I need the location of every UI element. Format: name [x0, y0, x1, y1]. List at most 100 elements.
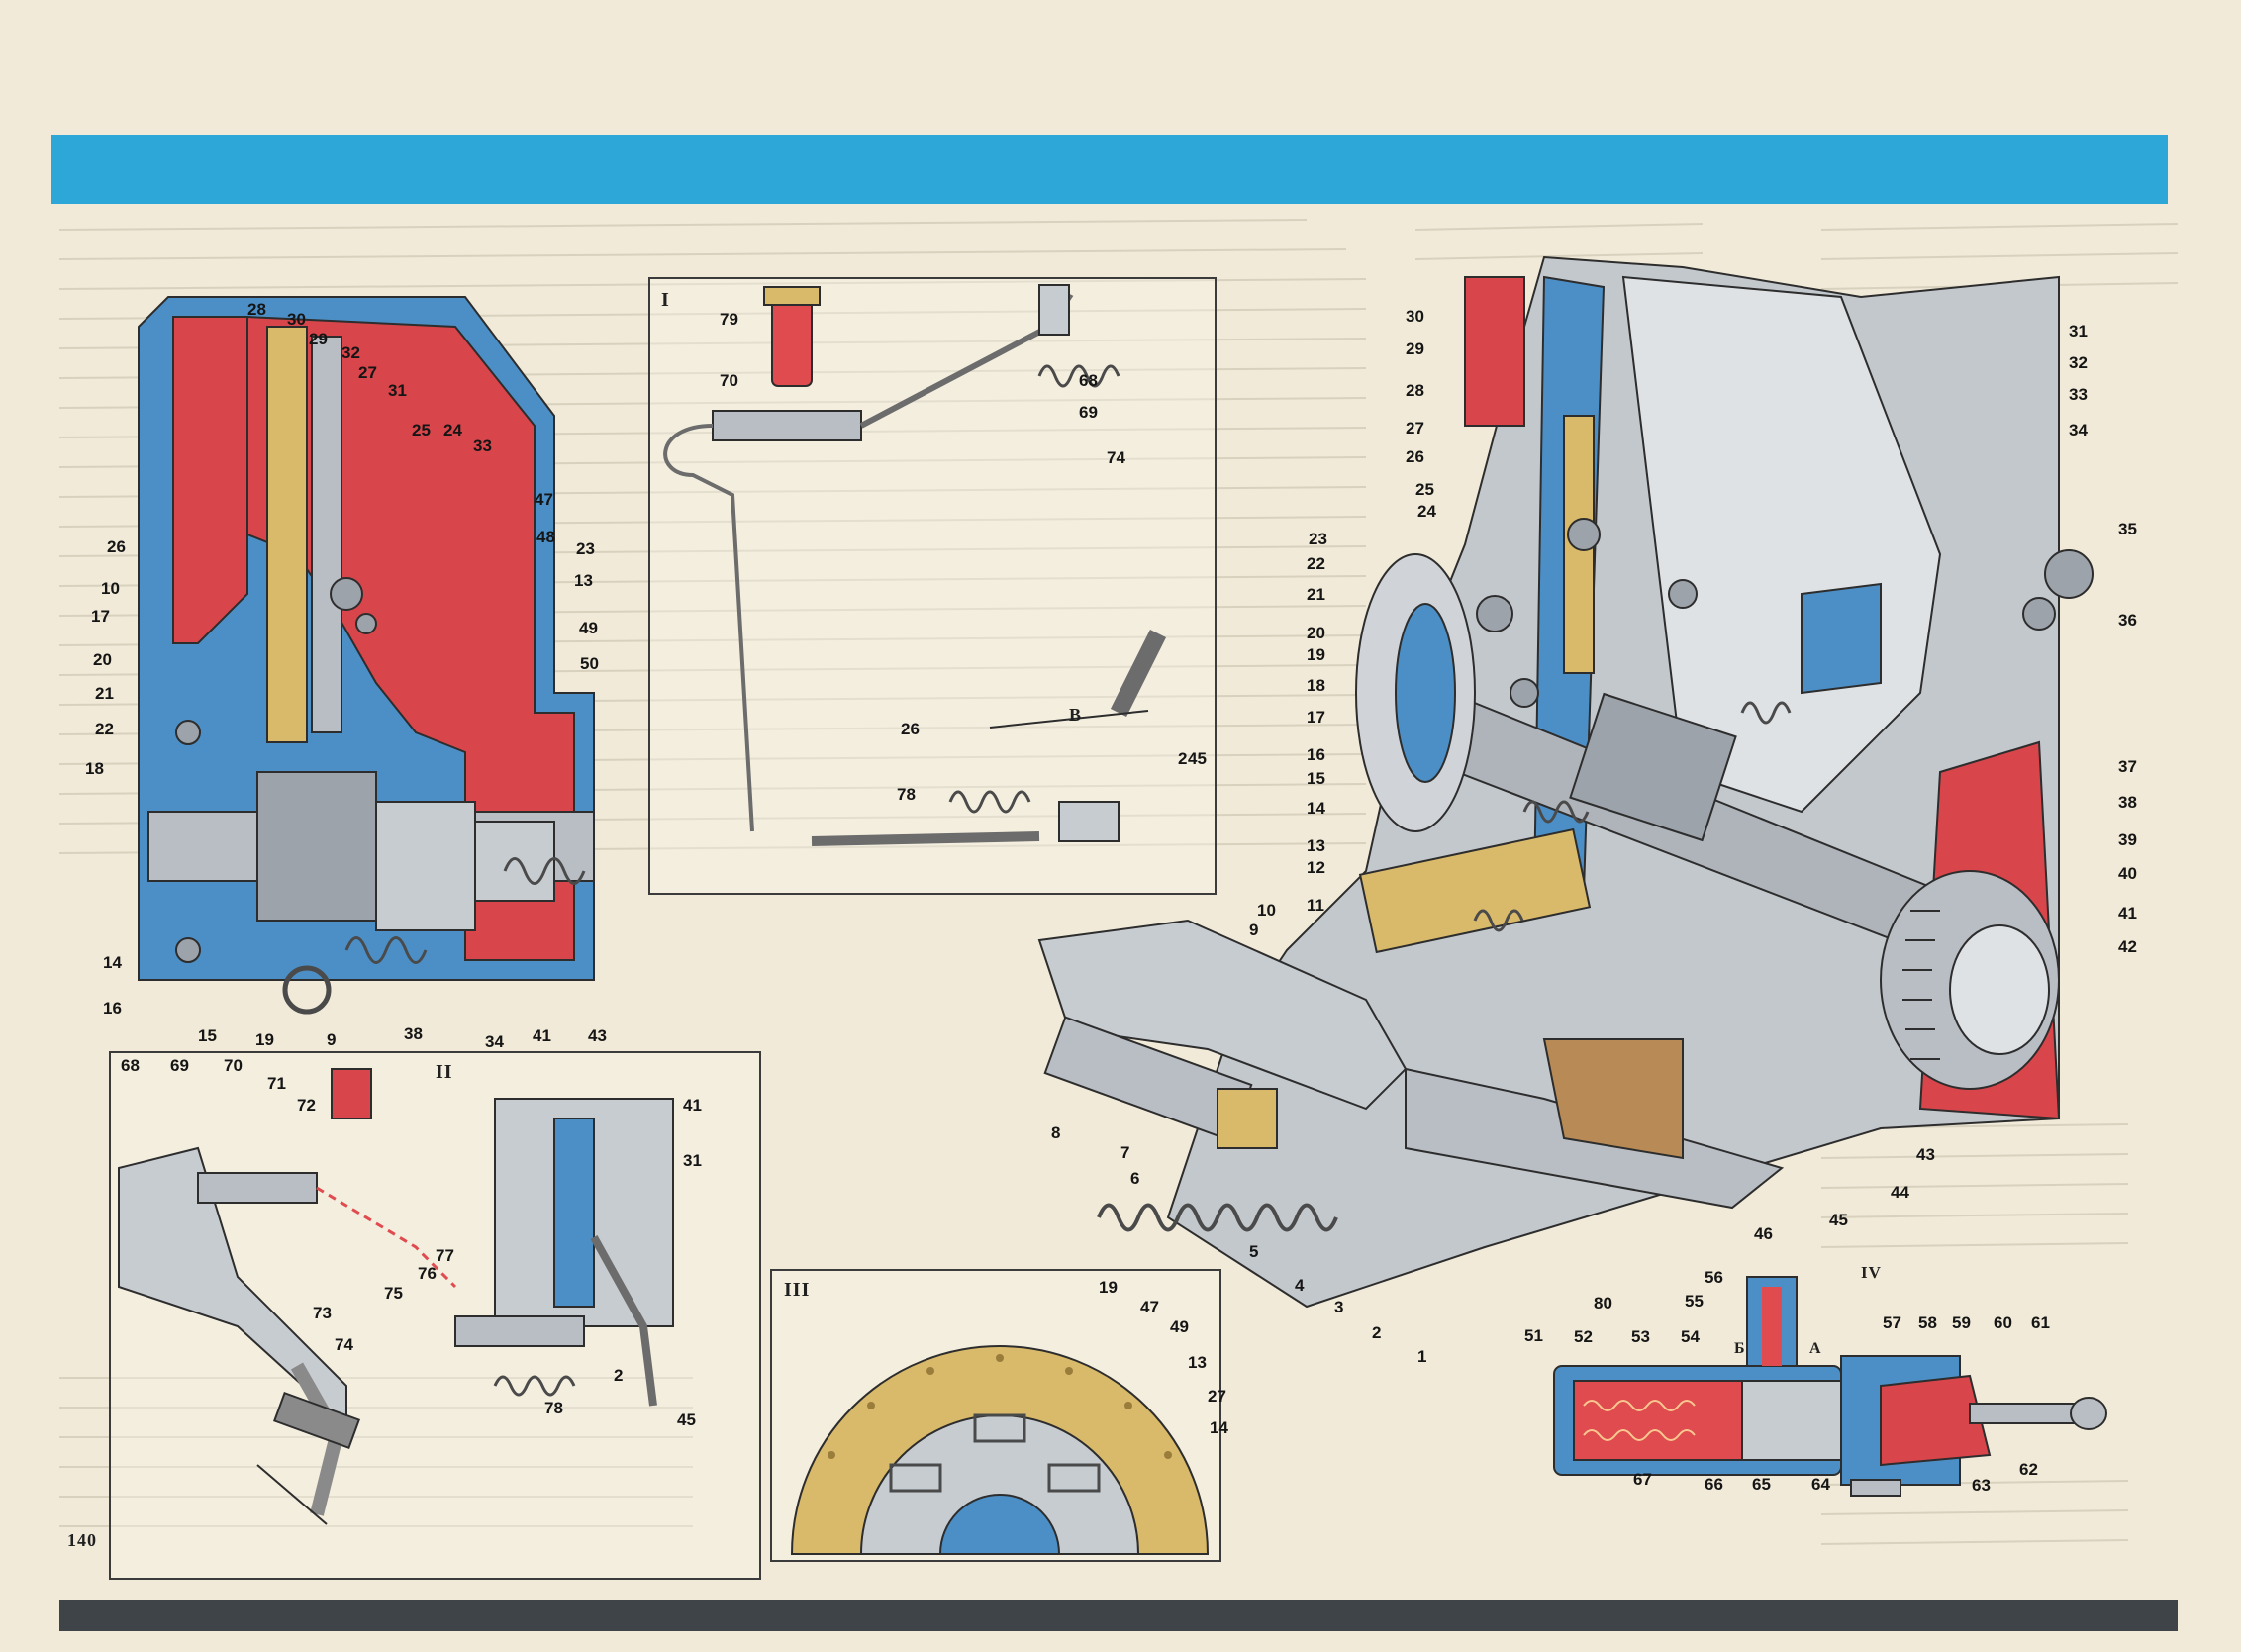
- callout-main-15: 15: [1307, 769, 1325, 788]
- callout-cylinder-63: 63: [1972, 1476, 1991, 1495]
- callout-main-18: 18: [1307, 676, 1325, 695]
- callout-left-48: 48: [536, 528, 555, 546]
- panel-label-1: I: [661, 289, 670, 311]
- callout-main-32: 32: [2069, 353, 2088, 372]
- callout-panel_2-74: 74: [335, 1335, 353, 1354]
- callout-panel_1-45: 45: [1188, 749, 1207, 768]
- callout-panel_1-2: 2: [1178, 749, 1187, 768]
- callout-main-5: 5: [1249, 1242, 1258, 1261]
- callout-panel_3-14: 14: [1210, 1418, 1228, 1437]
- dim-label-b: В: [1069, 705, 1083, 725]
- callout-left-41: 41: [533, 1026, 551, 1045]
- callout-panel_1-68: 68: [1079, 371, 1098, 390]
- callout-panel_2-78: 78: [544, 1399, 563, 1417]
- callout-cylinder-57: 57: [1883, 1313, 1901, 1332]
- callout-left-13: 13: [574, 571, 593, 590]
- panel-hydraulic-drive: [648, 277, 1217, 895]
- callout-left-33: 33: [473, 437, 492, 455]
- callout-cylinder-54: 54: [1681, 1327, 1700, 1346]
- callout-panel_3-47: 47: [1140, 1298, 1159, 1316]
- callout-main-14: 14: [1307, 799, 1325, 818]
- callout-panel_2-71: 71: [267, 1074, 286, 1093]
- callout-cylinder-52: 52: [1574, 1327, 1593, 1346]
- footer-color-bar: [59, 1600, 2178, 1631]
- callout-left-29: 29: [309, 330, 328, 348]
- callout-panel_2-77: 77: [436, 1246, 454, 1265]
- callout-main-1: 1: [1417, 1347, 1426, 1366]
- callout-main-37: 37: [2118, 757, 2137, 776]
- callout-panel_2-68: 68: [121, 1056, 140, 1075]
- callout-cylinder-59: 59: [1952, 1313, 1971, 1332]
- mark-label-b: Б: [1734, 1340, 1746, 1357]
- callout-left-28: 28: [247, 300, 266, 319]
- callout-main-28: 28: [1406, 381, 1424, 400]
- panel-label-2: II: [436, 1061, 453, 1083]
- callout-panel_2-72: 72: [297, 1096, 316, 1115]
- callout-main-17: 17: [1307, 708, 1325, 727]
- callout-panel_2-73: 73: [313, 1304, 332, 1322]
- callout-left-38: 38: [404, 1024, 423, 1043]
- callout-panel_3-49: 49: [1170, 1317, 1189, 1336]
- callout-left-9: 9: [327, 1030, 336, 1049]
- callout-main-12: 12: [1307, 858, 1325, 877]
- callout-cylinder-67: 67: [1633, 1470, 1652, 1489]
- callout-left-16: 16: [103, 999, 122, 1018]
- callout-main-22: 22: [1307, 554, 1325, 573]
- callout-cylinder-61: 61: [2031, 1313, 2050, 1332]
- callout-main-41: 41: [2118, 904, 2137, 923]
- callout-main-36: 36: [2118, 611, 2137, 630]
- callout-left-34: 34: [485, 1032, 504, 1051]
- callout-main-46: 46: [1754, 1224, 1773, 1243]
- callout-left-24: 24: [443, 421, 462, 439]
- callout-cylinder-66: 66: [1705, 1475, 1723, 1494]
- callout-main-80: 80: [1594, 1294, 1612, 1312]
- callout-left-47: 47: [535, 490, 553, 509]
- callout-cylinder-62: 62: [2019, 1460, 2038, 1479]
- callout-left-14: 14: [103, 953, 122, 972]
- callout-left-32: 32: [341, 343, 360, 362]
- callout-main-3: 3: [1334, 1298, 1343, 1316]
- callout-panel_1-69: 69: [1079, 403, 1098, 422]
- callout-panel_1-79: 79: [720, 310, 738, 329]
- callout-left-22: 22: [95, 720, 114, 738]
- callout-panel_3-13: 13: [1188, 1353, 1207, 1372]
- callout-main-39: 39: [2118, 830, 2137, 849]
- callout-main-27: 27: [1406, 419, 1424, 437]
- callout-main-43: 43: [1916, 1145, 1935, 1164]
- callout-left-20: 20: [93, 650, 112, 669]
- callout-left-26: 26: [107, 537, 126, 556]
- callout-main-10: 10: [1257, 901, 1276, 920]
- callout-main-29: 29: [1406, 340, 1424, 358]
- callout-panel_2-75: 75: [384, 1284, 403, 1303]
- callout-main-31: 31: [2069, 322, 2088, 340]
- callout-main-26: 26: [1406, 447, 1424, 466]
- callout-main-45: 45: [1829, 1211, 1848, 1229]
- callout-cylinder-53: 53: [1631, 1327, 1650, 1346]
- callout-main-30: 30: [1406, 307, 1424, 326]
- callout-main-4: 4: [1295, 1276, 1305, 1295]
- callout-panel_1-74: 74: [1107, 448, 1125, 467]
- callout-main-16: 16: [1307, 745, 1325, 764]
- callout-panel_2-2: 2: [614, 1366, 623, 1385]
- callout-main-34: 34: [2069, 421, 2088, 439]
- callout-panel_2-31: 31: [683, 1151, 702, 1170]
- callout-panel_1-26: 26: [901, 720, 920, 738]
- callout-cylinder-64: 64: [1811, 1475, 1830, 1494]
- callout-main-7: 7: [1120, 1143, 1129, 1162]
- callout-cylinder-60: 60: [1994, 1313, 2012, 1332]
- callout-panel_3-19: 19: [1099, 1278, 1118, 1297]
- callout-main-35: 35: [2118, 520, 2137, 538]
- mark-label-a: А: [1809, 1340, 1822, 1357]
- callout-left-50: 50: [580, 654, 599, 673]
- callout-panel_1-78: 78: [897, 785, 916, 804]
- callout-main-40: 40: [2118, 864, 2137, 883]
- callout-left-21: 21: [95, 684, 114, 703]
- callout-main-20: 20: [1307, 624, 1325, 642]
- callout-panel_2-45: 45: [677, 1410, 696, 1429]
- callout-main-8: 8: [1051, 1123, 1060, 1142]
